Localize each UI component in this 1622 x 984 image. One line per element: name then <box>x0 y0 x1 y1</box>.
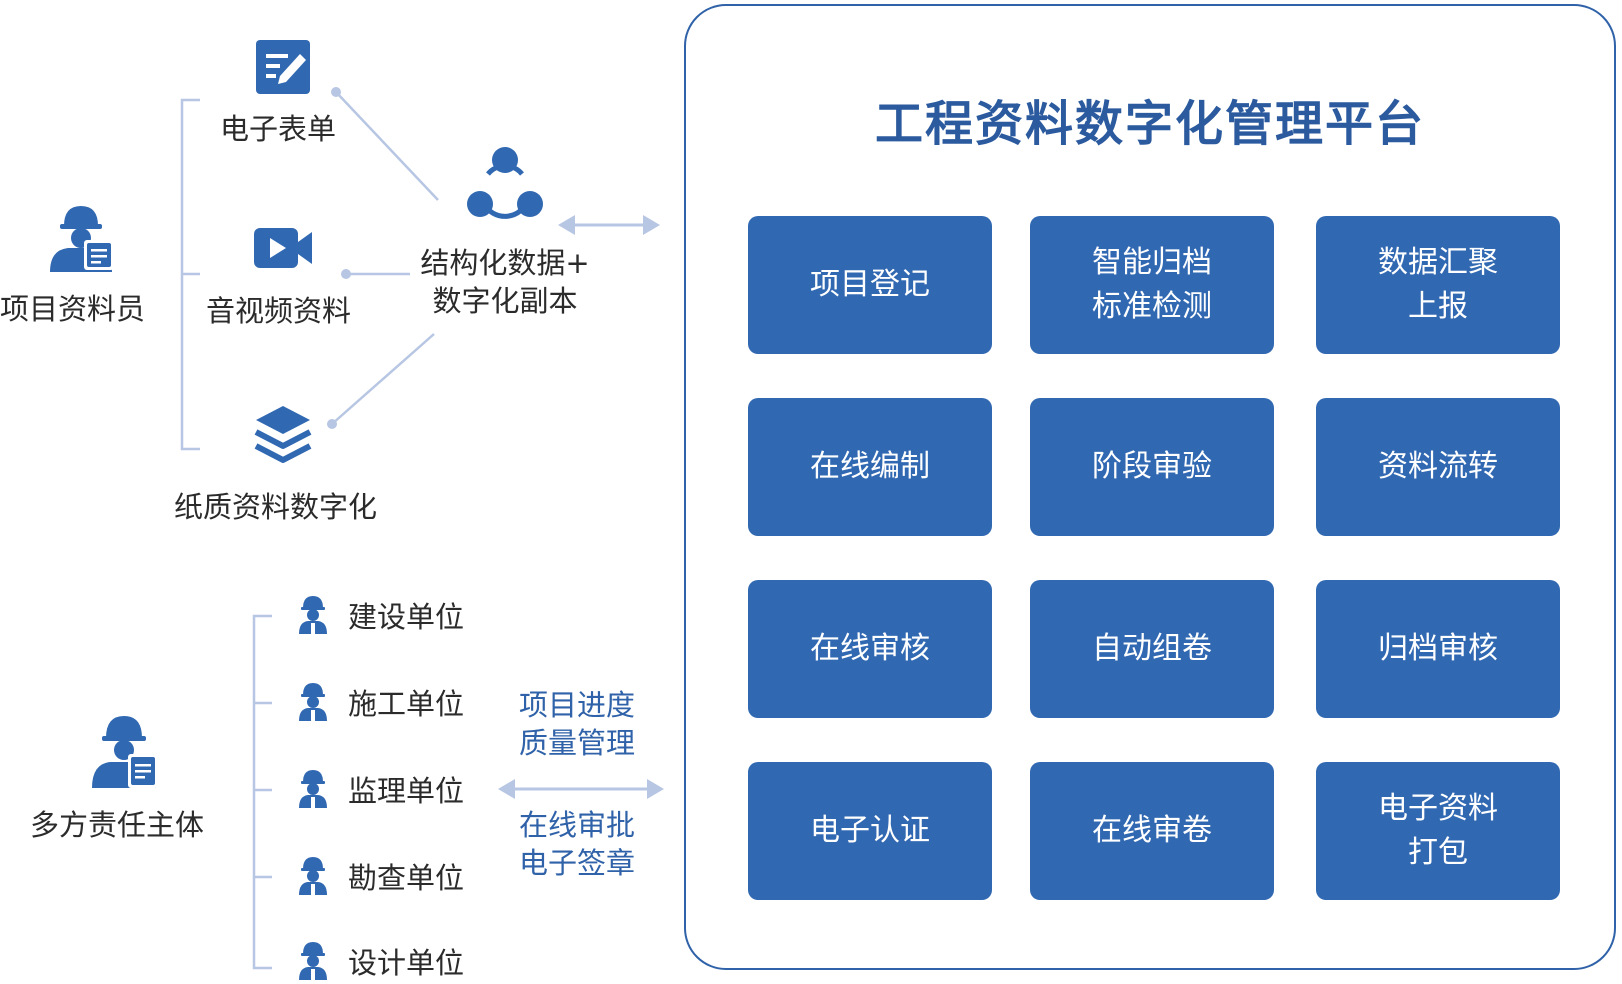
feature-e-certification[interactable]: 电子认证 <box>748 762 992 900</box>
worker-icon <box>296 594 330 634</box>
arrow-bottom-right-head <box>647 779 664 799</box>
feature-archive-audit[interactable]: 归档审核 <box>1316 580 1560 718</box>
flow-label-top: 项目进度 质量管理 <box>512 686 642 762</box>
worker-icon <box>296 855 330 895</box>
feature-label: 资料流转 <box>1378 449 1498 484</box>
bracket-bottom <box>252 614 272 970</box>
feature-label: 数据汇聚 上报 <box>1378 245 1498 324</box>
hub-label-line2: 数字化副本 <box>432 284 578 318</box>
worker-icon <box>296 681 330 721</box>
feature-online-volume-review[interactable]: 在线审卷 <box>1030 762 1274 900</box>
feature-label: 在线审核 <box>810 631 930 666</box>
flow-label-top-line1: 项目进度 <box>518 688 635 722</box>
feature-label: 在线编制 <box>810 449 930 484</box>
platform-panel: 工程资料数字化管理平台 项目登记 智能归档 标准检测 数据汇聚 上报 在线编制 … <box>684 4 1616 970</box>
worker-icon <box>296 940 330 980</box>
unit-label-design: 设计单位 <box>348 946 465 980</box>
link-paper-dot <box>327 419 337 429</box>
feature-label: 智能归档 标准检测 <box>1092 245 1212 324</box>
link-form-dot <box>331 87 341 97</box>
feature-online-audit[interactable]: 在线审核 <box>748 580 992 718</box>
item-label-video: 音视频资料 <box>206 294 352 328</box>
unit-label-contractor: 施工单位 <box>348 687 465 721</box>
platform-title: 工程资料数字化管理平台 <box>874 96 1425 152</box>
arrow-top-left-head <box>558 215 575 235</box>
feature-stage-review[interactable]: 阶段审验 <box>1030 398 1274 536</box>
worker-document-icon <box>44 200 118 274</box>
feature-project-registration[interactable]: 项目登记 <box>748 216 992 354</box>
feature-label: 项目登记 <box>810 267 930 302</box>
hub-label: 结构化数据+ 数字化副本 <box>410 244 600 320</box>
feature-label: 归档审核 <box>1378 631 1498 666</box>
feature-smart-archive[interactable]: 智能归档 标准检测 <box>1030 216 1274 354</box>
person-label-bottom: 多方责任主体 <box>30 808 205 842</box>
flow-label-top-line2: 质量管理 <box>518 726 635 760</box>
feature-e-package[interactable]: 电子资料 打包 <box>1316 762 1560 900</box>
hub-label-line1: 结构化数据+ <box>420 246 590 280</box>
feature-auto-volume[interactable]: 自动组卷 <box>1030 580 1274 718</box>
person-label-top: 项目资料员 <box>0 292 146 326</box>
feature-data-aggregation[interactable]: 数据汇聚 上报 <box>1316 216 1560 354</box>
link-form-hub <box>335 91 439 201</box>
feature-label: 电子认证 <box>810 813 930 848</box>
worker-clipboard-icon <box>88 712 160 790</box>
item-label-form: 电子表单 <box>220 112 337 146</box>
video-camera-icon <box>252 224 314 272</box>
unit-label-construction: 建设单位 <box>348 600 465 634</box>
flow-label-bottom-line2: 电子签章 <box>518 846 635 880</box>
feature-document-flow[interactable]: 资料流转 <box>1316 398 1560 536</box>
worker-icon <box>296 768 330 808</box>
share-nodes-icon <box>466 144 544 222</box>
link-paper-hub <box>331 333 435 425</box>
item-label-paper: 纸质资料数字化 <box>174 490 378 524</box>
arrow-top-right-head <box>643 215 660 235</box>
feature-label: 阶段审验 <box>1092 449 1212 484</box>
layers-icon <box>252 402 314 464</box>
flow-label-bottom: 在线审批 电子签章 <box>512 806 642 882</box>
link-video-dot <box>341 269 351 279</box>
feature-label: 电子资料 打包 <box>1378 791 1498 870</box>
flow-label-bottom-line1: 在线审批 <box>518 808 635 842</box>
unit-label-supervision: 监理单位 <box>348 774 465 808</box>
arrow-bottom-left-head <box>498 779 515 799</box>
unit-label-survey: 勘查单位 <box>348 861 465 895</box>
feature-label: 在线审卷 <box>1092 813 1212 848</box>
feature-online-editing[interactable]: 在线编制 <box>748 398 992 536</box>
feature-label: 自动组卷 <box>1092 631 1212 666</box>
form-edit-icon <box>254 38 312 96</box>
